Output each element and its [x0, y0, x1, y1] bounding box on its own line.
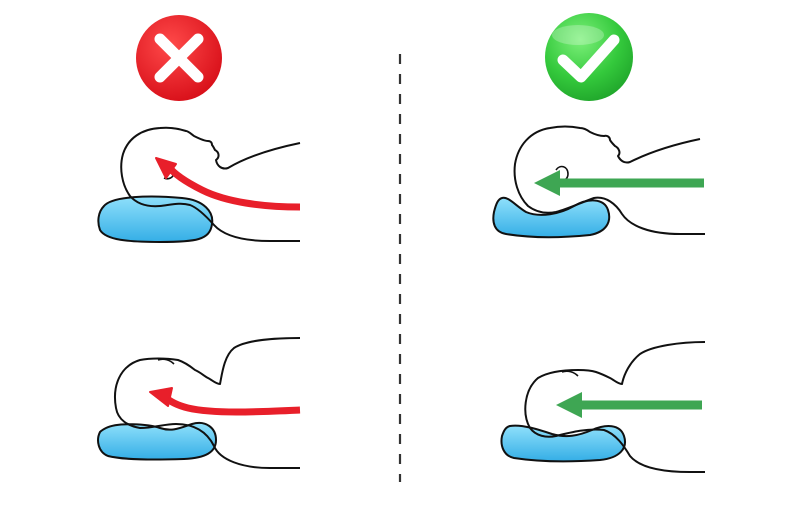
ear-hint	[561, 370, 579, 377]
panel-top-left-wrong	[97, 126, 301, 244]
red-arrowhead	[155, 157, 177, 179]
panel-bottom-left-wrong	[97, 337, 301, 469]
pillow	[97, 195, 214, 244]
ear-hint	[157, 358, 175, 365]
panel-top-right-correct	[492, 125, 705, 239]
head-body-outline	[524, 341, 706, 473]
head-body-outline	[120, 126, 301, 242]
pillow	[492, 196, 611, 239]
head-body-outline	[114, 337, 301, 469]
head-body-outline	[513, 125, 705, 235]
green-arrowhead	[556, 392, 582, 418]
panel-bottom-right-correct	[500, 341, 706, 473]
red-spine-arrow	[161, 393, 301, 416]
correct-badge	[545, 13, 633, 101]
checkmark-icon	[557, 34, 620, 83]
red-spine-arrow	[165, 163, 301, 211]
green-arrowhead	[534, 170, 560, 196]
wrong-badge	[136, 15, 222, 101]
cross-icon	[154, 33, 204, 83]
pillow	[97, 422, 218, 461]
red-arrowhead	[149, 387, 173, 407]
